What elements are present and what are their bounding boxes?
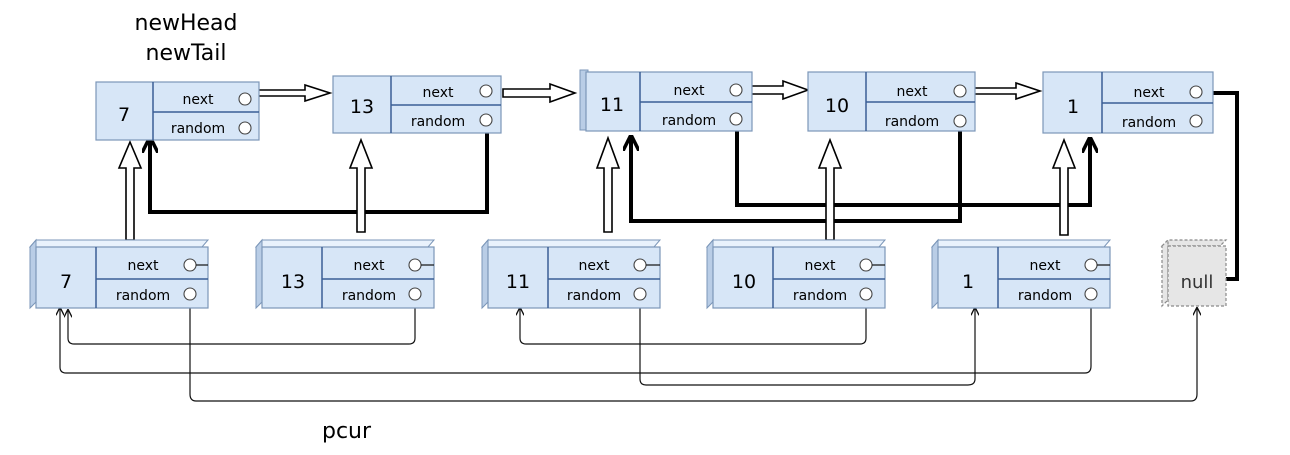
next-field-label: next [422, 85, 454, 101]
random-field-label: random [1018, 288, 1072, 304]
next-port [633, 258, 647, 272]
copy-arrow-10 [817, 137, 843, 241]
original-node-11: 11 next random [480, 238, 662, 310]
random-port [238, 121, 252, 135]
new-random-13-to-7 [150, 121, 489, 214]
next-port [479, 84, 493, 98]
null-node: null [1160, 238, 1228, 308]
random-port [953, 114, 967, 128]
random-field-label: random [1122, 115, 1176, 131]
next-port [729, 83, 743, 97]
original-node-value: 13 [281, 271, 305, 293]
random-port [1189, 114, 1203, 128]
next-port [238, 92, 252, 106]
random-arrow-11-to-1 [639, 295, 975, 386]
null-label: null [1181, 272, 1214, 293]
random-port [729, 112, 743, 126]
next-field-label: next [673, 83, 705, 99]
random-port [479, 113, 493, 127]
random-field-label: random [116, 288, 170, 304]
random-arrow-10-to-11 [520, 295, 867, 345]
new-node-value: 1 [1067, 96, 1079, 118]
new-node-value: 10 [825, 95, 849, 117]
next-field-label: next [1029, 258, 1061, 274]
new-node-value: 7 [118, 104, 130, 126]
original-node-value: 10 [732, 271, 756, 293]
next-port [183, 258, 197, 272]
copy-arrow-13 [348, 137, 374, 233]
random-arrow-1-to-7 [60, 295, 1092, 374]
new-next-7-to-13 [257, 83, 333, 103]
new-node-11: 11 next random [579, 69, 753, 132]
random-field-label: random [567, 288, 621, 304]
new-random-10-to-11 [631, 121, 962, 223]
new-tail-label: newTail [146, 41, 227, 66]
random-field-label: random [662, 113, 716, 129]
new-node-13: 13 next random [332, 75, 502, 134]
new-next-10-to-1 [969, 81, 1043, 101]
new-node-value: 11 [600, 94, 624, 116]
next-field-label: next [1133, 85, 1165, 101]
original-node-7: 7 next random [28, 238, 210, 310]
new-next-1-to-null [1209, 91, 1239, 281]
random-port [633, 287, 647, 301]
original-node-value: 1 [962, 271, 974, 293]
next-port [408, 258, 422, 272]
new-node-value: 13 [350, 96, 374, 118]
next-field-label: next [804, 258, 836, 274]
next-field-label: next [353, 258, 385, 274]
original-node-value: 7 [60, 271, 72, 293]
random-port [859, 287, 873, 301]
copy-arrow-11 [595, 135, 621, 233]
next-field-label: next [127, 258, 159, 274]
new-next-13-to-11 [502, 82, 578, 104]
copy-arrow-7 [117, 139, 143, 241]
new-node-7: 7 next random [95, 81, 260, 141]
original-node-1: 1 next random [930, 238, 1112, 310]
random-arrow-13-to-7 [68, 295, 416, 345]
random-port [408, 287, 422, 301]
copy-arrow-1 [1051, 137, 1077, 236]
random-port [1084, 287, 1098, 301]
random-field-label: random [885, 114, 939, 130]
pcur-label: pcur [322, 419, 372, 444]
next-field-label: next [578, 258, 610, 274]
random-field-label: random [342, 288, 396, 304]
random-field-label: random [793, 288, 847, 304]
random-arrow-7-to-null [189, 295, 1197, 402]
new-random-11-to-1 [735, 121, 1090, 207]
original-node-value: 11 [506, 271, 530, 293]
random-port [183, 287, 197, 301]
next-port [859, 258, 873, 272]
new-node-10: 10 next random [807, 71, 976, 132]
random-field-label: random [411, 114, 465, 130]
new-node-1: 1 next random [1042, 71, 1214, 134]
next-field-label: next [182, 92, 214, 108]
next-field-label: next [896, 84, 928, 100]
next-port [953, 84, 967, 98]
original-node-13: 13 next random [254, 238, 436, 310]
next-port [1189, 85, 1203, 99]
random-field-label: random [171, 121, 225, 137]
original-node-10: 10 next random [705, 238, 887, 310]
next-port [1084, 258, 1098, 272]
new-head-label: newHead [135, 11, 238, 36]
